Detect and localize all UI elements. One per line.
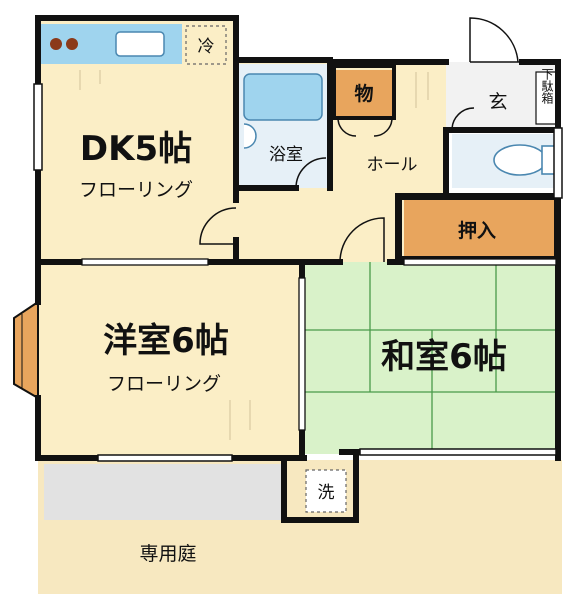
bath-label: 浴室 xyxy=(269,145,303,165)
dk-room-name: DK5帖 xyxy=(80,129,192,169)
tatami-lines xyxy=(304,262,558,454)
storage-outline xyxy=(332,64,396,120)
closet-label: 押入 xyxy=(458,219,496,242)
storage-label: 物 xyxy=(354,82,373,105)
closet-box xyxy=(404,200,554,256)
dk-floor-type: フローリング xyxy=(79,179,193,201)
balcony-area xyxy=(44,464,284,520)
windows xyxy=(33,83,563,462)
washer-space xyxy=(305,469,347,513)
closet-outline xyxy=(398,196,558,260)
shoe-box-label: 下駄箱 xyxy=(540,68,554,104)
bay-window xyxy=(13,300,39,400)
bathtub-icon xyxy=(243,73,323,121)
storage-box xyxy=(336,70,392,116)
japanese-room-name: 和室6帖 xyxy=(381,337,507,377)
doors xyxy=(199,17,522,263)
sink-icon xyxy=(115,31,165,57)
fridge-label: 冷 xyxy=(198,37,215,57)
entrance-label: 玄 xyxy=(488,91,507,113)
garden-label: 専用庭 xyxy=(139,543,196,565)
stove-burner-icon xyxy=(50,38,62,50)
japanese-room-floor xyxy=(304,262,558,454)
hall-label: ホール xyxy=(367,155,418,175)
toilet-icon xyxy=(493,144,547,176)
western-room-floor xyxy=(38,262,302,458)
stove-burner-icon xyxy=(66,38,78,50)
fridge-space xyxy=(185,25,227,65)
western-room-name: 洋室6帖 xyxy=(103,321,229,361)
washer-label: 洗 xyxy=(318,483,335,503)
floor-texture xyxy=(79,70,429,440)
sliding-doors xyxy=(81,258,557,431)
wash-basin-icon xyxy=(243,123,257,149)
western-floor-type: フローリング xyxy=(107,373,221,395)
